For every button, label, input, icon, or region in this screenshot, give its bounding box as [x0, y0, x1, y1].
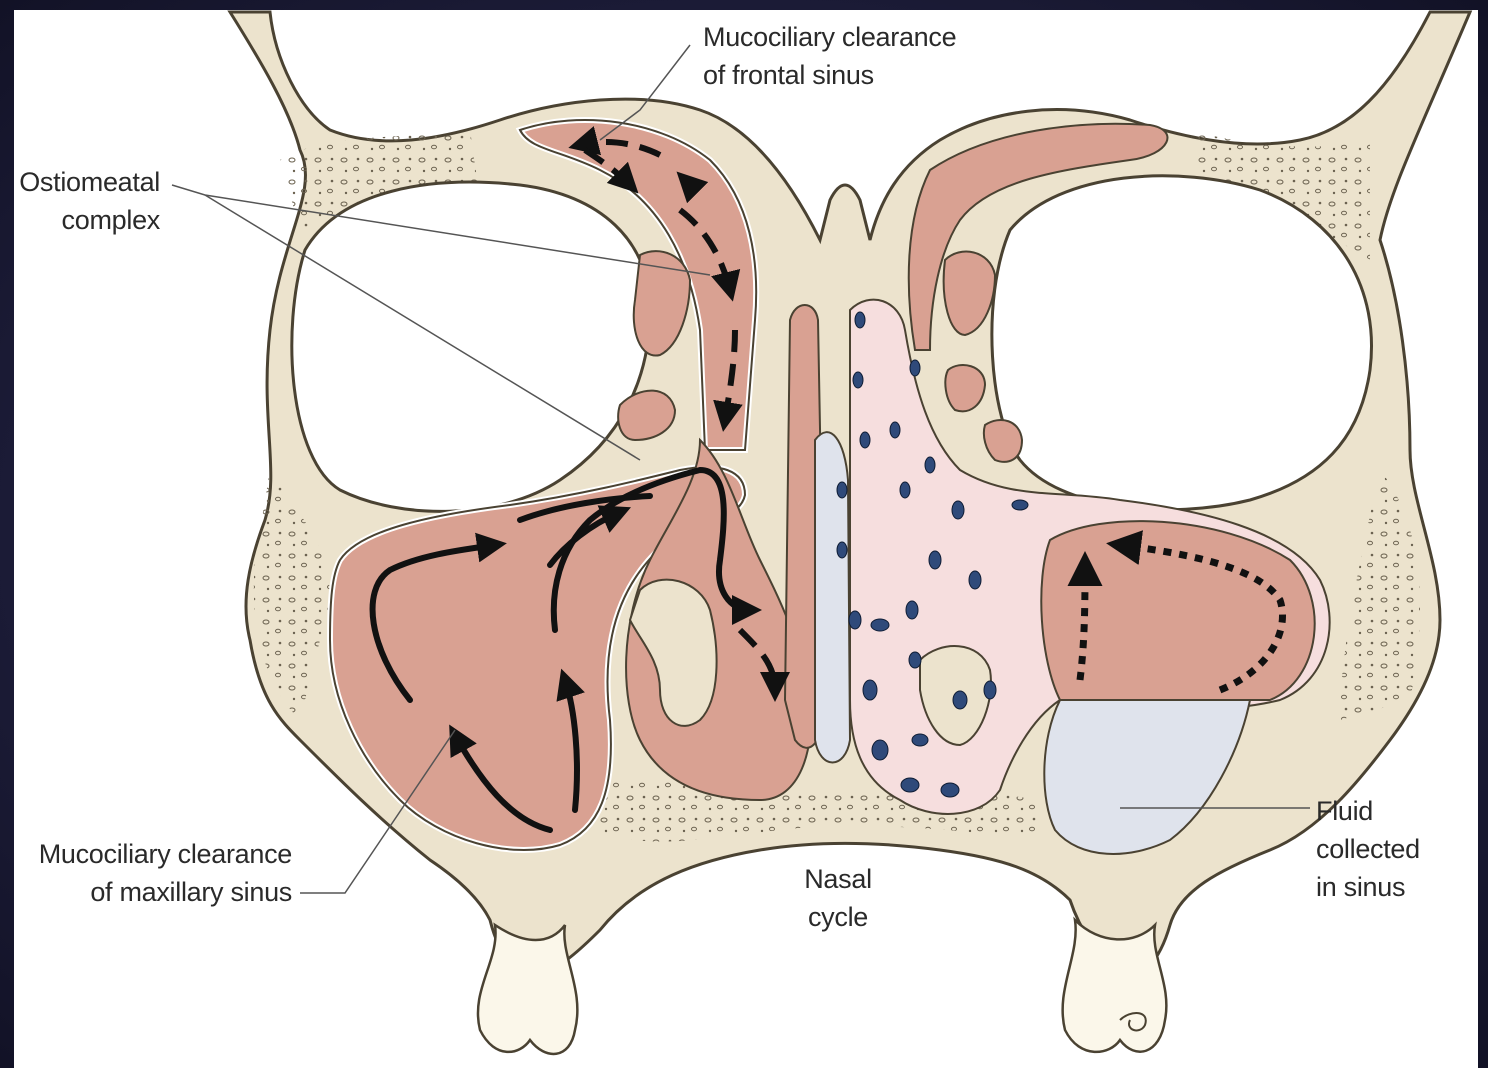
- nasal-airway-left: [815, 432, 850, 762]
- nasal-cycle-label: Nasal cycle: [770, 860, 906, 936]
- fluid-line2: collected: [1316, 830, 1420, 868]
- maxillary-sinus-label: Mucociliary clearance of maxillary sinus: [30, 835, 292, 911]
- nasal-cycle-line1: Nasal: [770, 860, 906, 898]
- frontal-sinus-label: Mucociliary clearance of frontal sinus: [703, 18, 956, 94]
- frontal-label-line1: Mucociliary clearance: [703, 18, 956, 56]
- fluid-label: Fluid collected in sinus: [1316, 792, 1420, 906]
- ostiomeatal-label-line2: complex: [18, 201, 160, 239]
- right-orbit: [992, 176, 1372, 510]
- maxillary-label-line2: of maxillary sinus: [30, 873, 292, 911]
- ostiomeatal-label: Ostiomeatal complex: [18, 163, 160, 239]
- fluid-line3: in sinus: [1316, 868, 1420, 906]
- fluid-line1: Fluid: [1316, 792, 1420, 830]
- maxillary-label-line1: Mucociliary clearance: [30, 835, 292, 873]
- ostiomeatal-label-line1: Ostiomeatal: [18, 163, 160, 201]
- nasal-cycle-line2: cycle: [770, 898, 906, 936]
- frontal-label-line2: of frontal sinus: [703, 56, 956, 94]
